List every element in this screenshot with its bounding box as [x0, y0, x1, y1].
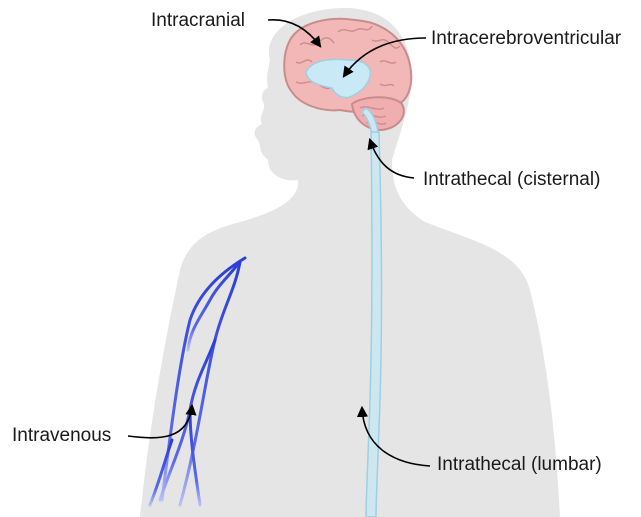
label-intrathecal-cisternal: Intrathecal (cisternal)	[423, 170, 600, 189]
label-intrathecal-lumbar: Intrathecal (lumbar)	[437, 455, 602, 474]
label-intracranial: Intracranial	[151, 11, 245, 30]
label-intravenous: Intravenous	[12, 426, 111, 445]
label-intracerebroventricular: Intracerebroventricular	[431, 29, 621, 48]
